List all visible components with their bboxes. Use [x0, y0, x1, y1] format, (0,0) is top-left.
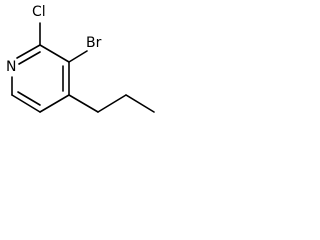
bond-c5-c6 [11, 94, 41, 113]
atom-label-nitrogen: N [6, 59, 16, 75]
bond-c2-c3 [39, 44, 70, 63]
atom-label-chlorine: Cl [32, 4, 46, 20]
bond-c3-br [68, 50, 88, 63]
double-bond-c5-c6 [17, 91, 41, 106]
bond-propyl-2 [97, 94, 127, 113]
double-bond-n1-c2 [18, 51, 41, 65]
bond-n1-c2 [16, 44, 41, 59]
atom-label-bromine: Br [86, 35, 102, 51]
molecule-structure: N Cl Br [6, 4, 155, 113]
bond-c4-c5 [39, 94, 70, 113]
bond-propyl-3 [125, 94, 155, 113]
bond-propyl-1 [68, 94, 99, 113]
